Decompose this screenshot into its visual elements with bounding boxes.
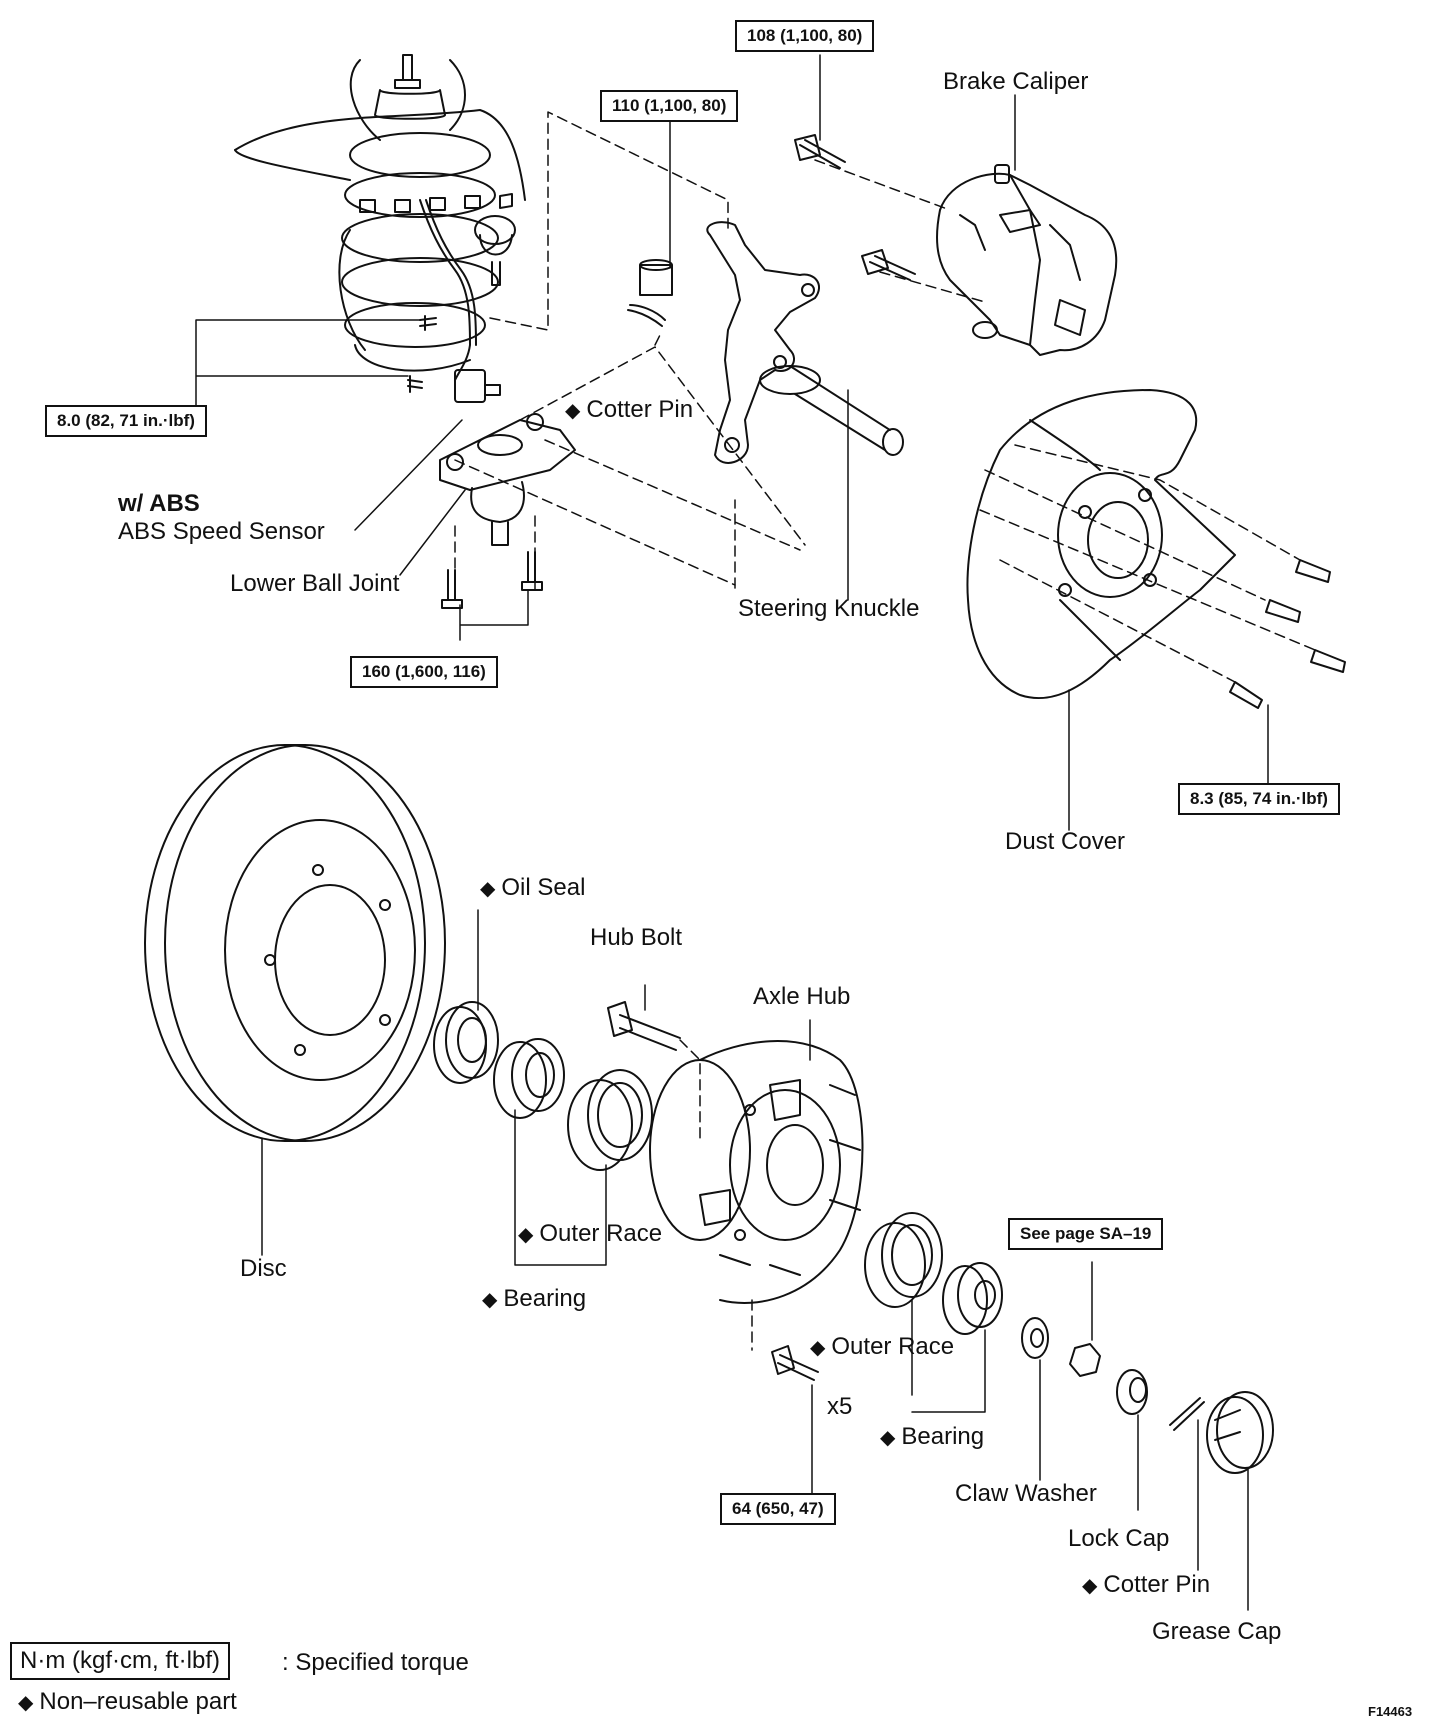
non-reusable-marker: ◆ (18, 1692, 34, 1714)
label-bearing-left: ◆Bearing (482, 1285, 587, 1312)
figure-id: F14463 (1368, 1704, 1413, 1719)
brake-caliper-drawing (936, 164, 1118, 356)
label-disc: Disc (240, 1255, 287, 1282)
label-hub-bolt: Hub Bolt (590, 924, 683, 951)
label-brake-caliper: Brake Caliper (943, 68, 1089, 95)
label-cotter-pin-bottom: ◆Cotter Pin (1082, 1571, 1211, 1598)
caliper-bolt-lower-drawing (861, 249, 916, 281)
oil-seal-drawing (433, 1001, 499, 1084)
torque-box-knuckle: 110 (1,100, 80) (600, 90, 739, 122)
label-abs-speed-sensor: ABS Speed Sensor (118, 518, 325, 545)
label-x5: x5 (827, 1393, 853, 1420)
label-w-abs: w/ ABS (118, 490, 200, 517)
axle-hub-drawing (649, 1040, 864, 1304)
grease-cap-drawing (1206, 1391, 1274, 1474)
label-outer-race-left: ◆Outer Race (518, 1220, 663, 1247)
hub-nut-drawing (1069, 1343, 1101, 1377)
torque-box-ball-joint: 160 (1,600, 116) (350, 656, 498, 688)
legend-unit-description: : Specified torque (282, 1649, 469, 1676)
label-claw-washer: Claw Washer (955, 1480, 1097, 1507)
dust-cover-drawing (966, 389, 1236, 700)
lock-cap-drawing (1116, 1369, 1148, 1415)
dust-cover-bolt-4-drawing (1229, 681, 1263, 709)
label-dust-cover: Dust Cover (1005, 828, 1126, 855)
outer-race-right-drawing (864, 1212, 943, 1308)
non-reusable-marker: ◆ (518, 1224, 534, 1246)
torque-box-dust-cover: 8.3 (85, 74 in.·lbf) (1178, 783, 1340, 815)
caliper-bolt-upper-drawing (794, 134, 846, 169)
non-reusable-marker: ◆ (810, 1337, 826, 1359)
dust-cover-bolt-1-drawing (1295, 559, 1331, 583)
torque-box-caliper: 108 (1,100, 80) (735, 20, 875, 52)
legend-non-reusable: ◆Non–reusable part (18, 1688, 237, 1715)
cotter-pin-lower-drawing (1169, 1397, 1205, 1431)
label-lower-ball-joint: Lower Ball Joint (230, 570, 400, 597)
label-axle-hub: Axle Hub (753, 983, 851, 1010)
label-oil-seal: ◆Oil Seal (480, 874, 586, 901)
non-reusable-marker: ◆ (565, 400, 581, 422)
lower-ball-joint-drawing (439, 413, 576, 609)
non-reusable-marker: ◆ (480, 878, 496, 900)
torque-box-sensor: 8.0 (82, 71 in.·lbf) (45, 405, 207, 437)
see-page-box: See page SA–19 (1008, 1218, 1164, 1250)
label-bearing-right: ◆Bearing (880, 1423, 985, 1450)
strut-spring-drawing (234, 54, 526, 403)
assembly-lines (454, 111, 1316, 1351)
torque-box-hub-bolt: 64 (650, 47) (720, 1493, 836, 1525)
hub-bolt-drawing (607, 1001, 681, 1051)
non-reusable-marker: ◆ (1082, 1575, 1098, 1597)
non-reusable-marker: ◆ (482, 1289, 498, 1311)
steering-knuckle-drawing (706, 221, 904, 464)
label-grease-cap: Grease Cap (1152, 1618, 1282, 1645)
legend-unit-box: N·m (kgf·cm, ft·lbf) (10, 1642, 230, 1680)
claw-washer-drawing (1021, 1317, 1049, 1359)
label-steering-knuckle: Steering Knuckle (738, 595, 920, 622)
dust-cover-bolt-3-drawing (1310, 649, 1346, 673)
dust-cover-bolt-2-drawing (1265, 599, 1301, 623)
outer-race-left-drawing (567, 1069, 653, 1171)
brake-disc-drawing (144, 744, 446, 1142)
label-outer-race-right: ◆Outer Race (810, 1333, 955, 1360)
non-reusable-marker: ◆ (880, 1427, 896, 1449)
inner-bearing-drawing (493, 1038, 565, 1119)
outer-bearing-drawing (942, 1262, 1003, 1335)
hub-mount-bolt-drawing (771, 1345, 819, 1381)
label-lock-cap: Lock Cap (1068, 1525, 1170, 1552)
leader-lines (195, 54, 1269, 1611)
label-cotter-pin-top: ◆Cotter Pin (565, 396, 694, 423)
castle-nut-cotter-drawing (627, 259, 673, 327)
